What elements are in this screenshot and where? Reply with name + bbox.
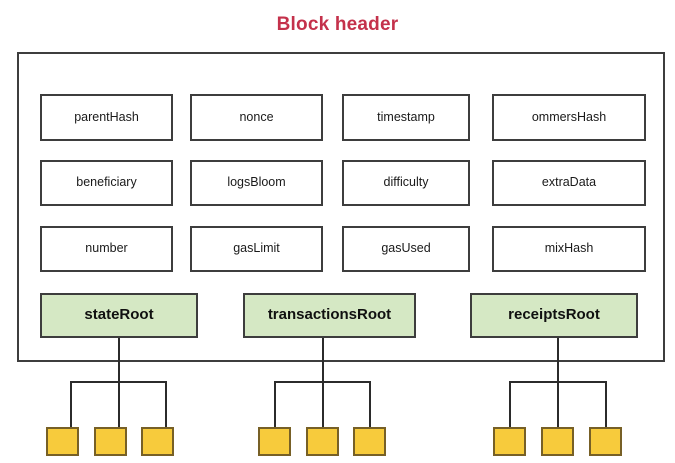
field-box-timestamp[interactable]: timestamp <box>342 94 470 141</box>
leaf-box-transactionsroot-1[interactable] <box>258 427 291 456</box>
field-box-logsbloom[interactable]: logsBloom <box>190 160 323 206</box>
leaf-box-stateroot-3[interactable] <box>141 427 174 456</box>
connector-receiptsroot-leaf-2 <box>557 381 559 427</box>
page-title: Block header <box>276 14 399 35</box>
field-box-mixhash[interactable]: mixHash <box>492 226 646 272</box>
leaf-box-transactionsroot-2[interactable] <box>306 427 339 456</box>
connector-receiptsroot-trunk <box>557 338 559 382</box>
field-box-parenthash[interactable]: parentHash <box>40 94 173 141</box>
connector-transactionsroot-leaf-1 <box>274 381 276 427</box>
connector-stateroot-leaf-3 <box>165 381 167 427</box>
connector-transactionsroot-leaf-3 <box>369 381 371 427</box>
leaf-box-receiptsroot-1[interactable] <box>493 427 526 456</box>
connector-stateroot-trunk <box>118 338 120 382</box>
root-box-receiptsroot[interactable]: receiptsRoot <box>470 293 638 338</box>
field-box-gaslimit[interactable]: gasLimit <box>190 226 323 272</box>
field-box-ommershash[interactable]: ommersHash <box>492 94 646 141</box>
root-box-transactionsroot[interactable]: transactionsRoot <box>243 293 416 338</box>
connector-stateroot-leaf-2 <box>118 381 120 427</box>
leaf-box-receiptsroot-2[interactable] <box>541 427 574 456</box>
connector-transactionsroot-leaf-2 <box>322 381 324 427</box>
root-box-stateroot[interactable]: stateRoot <box>40 293 198 338</box>
field-box-gasused[interactable]: gasUsed <box>342 226 470 272</box>
field-box-nonce[interactable]: nonce <box>190 94 323 141</box>
connector-receiptsroot-leaf-1 <box>509 381 511 427</box>
leaf-box-transactionsroot-3[interactable] <box>353 427 386 456</box>
leaf-box-stateroot-1[interactable] <box>46 427 79 456</box>
connector-receiptsroot-leaf-3 <box>605 381 607 427</box>
field-box-number[interactable]: number <box>40 226 173 272</box>
field-box-difficulty[interactable]: difficulty <box>342 160 470 206</box>
connector-transactionsroot-trunk <box>322 338 324 382</box>
field-box-extradata[interactable]: extraData <box>492 160 646 206</box>
connector-stateroot-leaf-1 <box>70 381 72 427</box>
leaf-box-receiptsroot-3[interactable] <box>589 427 622 456</box>
leaf-box-stateroot-2[interactable] <box>94 427 127 456</box>
field-box-beneficiary[interactable]: beneficiary <box>40 160 173 206</box>
